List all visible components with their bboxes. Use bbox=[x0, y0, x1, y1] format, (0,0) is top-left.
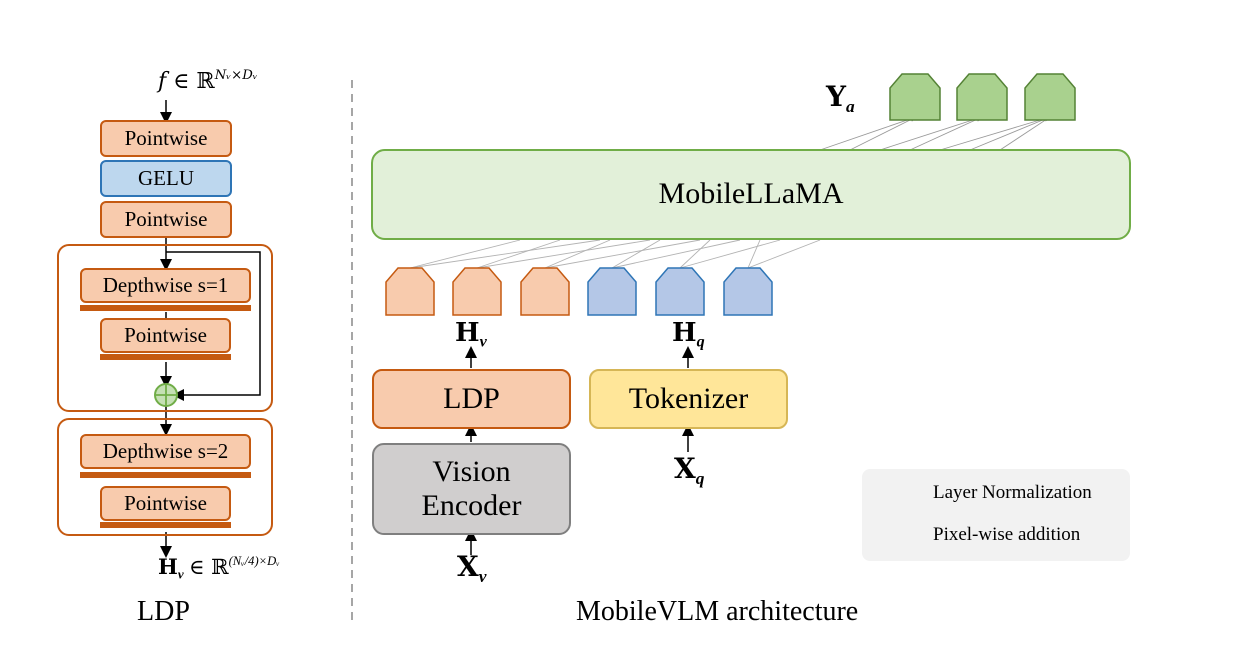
ldp-output-sub: v bbox=[177, 566, 184, 582]
legend bbox=[862, 469, 1130, 561]
xq-label: Xq bbox=[674, 452, 704, 489]
visual-tokens bbox=[385, 267, 570, 316]
ldp-block: LDP bbox=[372, 369, 571, 429]
hq-label: Hq bbox=[672, 318, 705, 352]
ldp-input-rhs: ∈ ℝ bbox=[173, 69, 215, 95]
ldp-caption: LDP bbox=[137, 596, 190, 627]
ldp-output-label: Hv ∈ ℝ(Nᵥ/4)×Dᵥ bbox=[158, 554, 280, 583]
legend-layernorm-label: Layer Normalization bbox=[933, 482, 1092, 503]
ldp-depthwise-1: Depthwise s=1 bbox=[80, 268, 251, 303]
ldp-depthwise-2: Depthwise s=2 bbox=[80, 434, 251, 469]
xv-label: Xv bbox=[457, 550, 486, 587]
llm-to-output-lines bbox=[819, 115, 1051, 151]
layernorm-bar bbox=[80, 305, 251, 311]
text-token bbox=[655, 267, 705, 316]
ya-sub: a bbox=[846, 97, 855, 117]
architecture-caption: MobileVLM architecture bbox=[576, 596, 859, 627]
ya-label: Ya bbox=[826, 80, 855, 117]
text-tokens bbox=[587, 267, 773, 316]
token-to-llm-lines bbox=[409, 239, 821, 269]
ldp-input-label: f ∈ ℝNᵥ×Dᵥ bbox=[158, 68, 258, 94]
layernorm-bar bbox=[100, 522, 231, 528]
ldp-input-f: f bbox=[158, 69, 167, 95]
ldp-pointwise-3: Pointwise bbox=[100, 318, 231, 353]
ya-Y: Y bbox=[826, 80, 846, 113]
hv-label: Hv bbox=[455, 318, 487, 352]
output-token bbox=[956, 73, 1008, 121]
xq-sub: q bbox=[695, 469, 705, 489]
layernorm-bar bbox=[80, 472, 251, 478]
residual-connection bbox=[166, 251, 261, 401]
ldp-pointwise-2: Pointwise bbox=[100, 201, 232, 238]
output-token bbox=[1024, 73, 1076, 121]
output-token bbox=[889, 73, 941, 121]
hv-sub: v bbox=[479, 333, 487, 351]
xv-X: X bbox=[457, 550, 479, 583]
text-token bbox=[723, 267, 773, 316]
hq-H: H bbox=[672, 318, 697, 348]
pixel-add-icon bbox=[154, 383, 178, 407]
ldp-output-rhs: ∈ ℝ bbox=[188, 555, 229, 579]
ldp-input-sup: Nᵥ×Dᵥ bbox=[214, 68, 258, 83]
output-tokens bbox=[889, 73, 1076, 121]
ldp-downsample-block bbox=[57, 418, 273, 536]
visual-token bbox=[385, 267, 435, 316]
legend-pixel-add-label: Pixel-wise addition bbox=[933, 524, 1081, 545]
ldp-pointwise-1: Pointwise bbox=[100, 120, 232, 157]
ldp-residual-block bbox=[57, 244, 273, 412]
text-token bbox=[587, 267, 637, 316]
ldp-output-sup: (Nᵥ/4)×Dᵥ bbox=[228, 554, 280, 569]
layernorm-bar bbox=[100, 354, 231, 360]
mobilellama-block: MobileLLaMA bbox=[371, 149, 1131, 240]
vision-encoder-block: Vision Encoder bbox=[372, 443, 571, 535]
visual-token bbox=[452, 267, 502, 316]
hv-H: H bbox=[455, 318, 480, 348]
hq-sub: q bbox=[696, 333, 705, 351]
ldp-output-H: H bbox=[158, 554, 178, 579]
visual-token bbox=[520, 267, 570, 316]
tokenizer-block: Tokenizer bbox=[589, 369, 788, 429]
ldp-gelu: GELU bbox=[100, 160, 232, 197]
ldp-pointwise-4: Pointwise bbox=[100, 486, 231, 521]
xv-sub: v bbox=[478, 567, 487, 587]
xq-X: X bbox=[674, 452, 696, 485]
